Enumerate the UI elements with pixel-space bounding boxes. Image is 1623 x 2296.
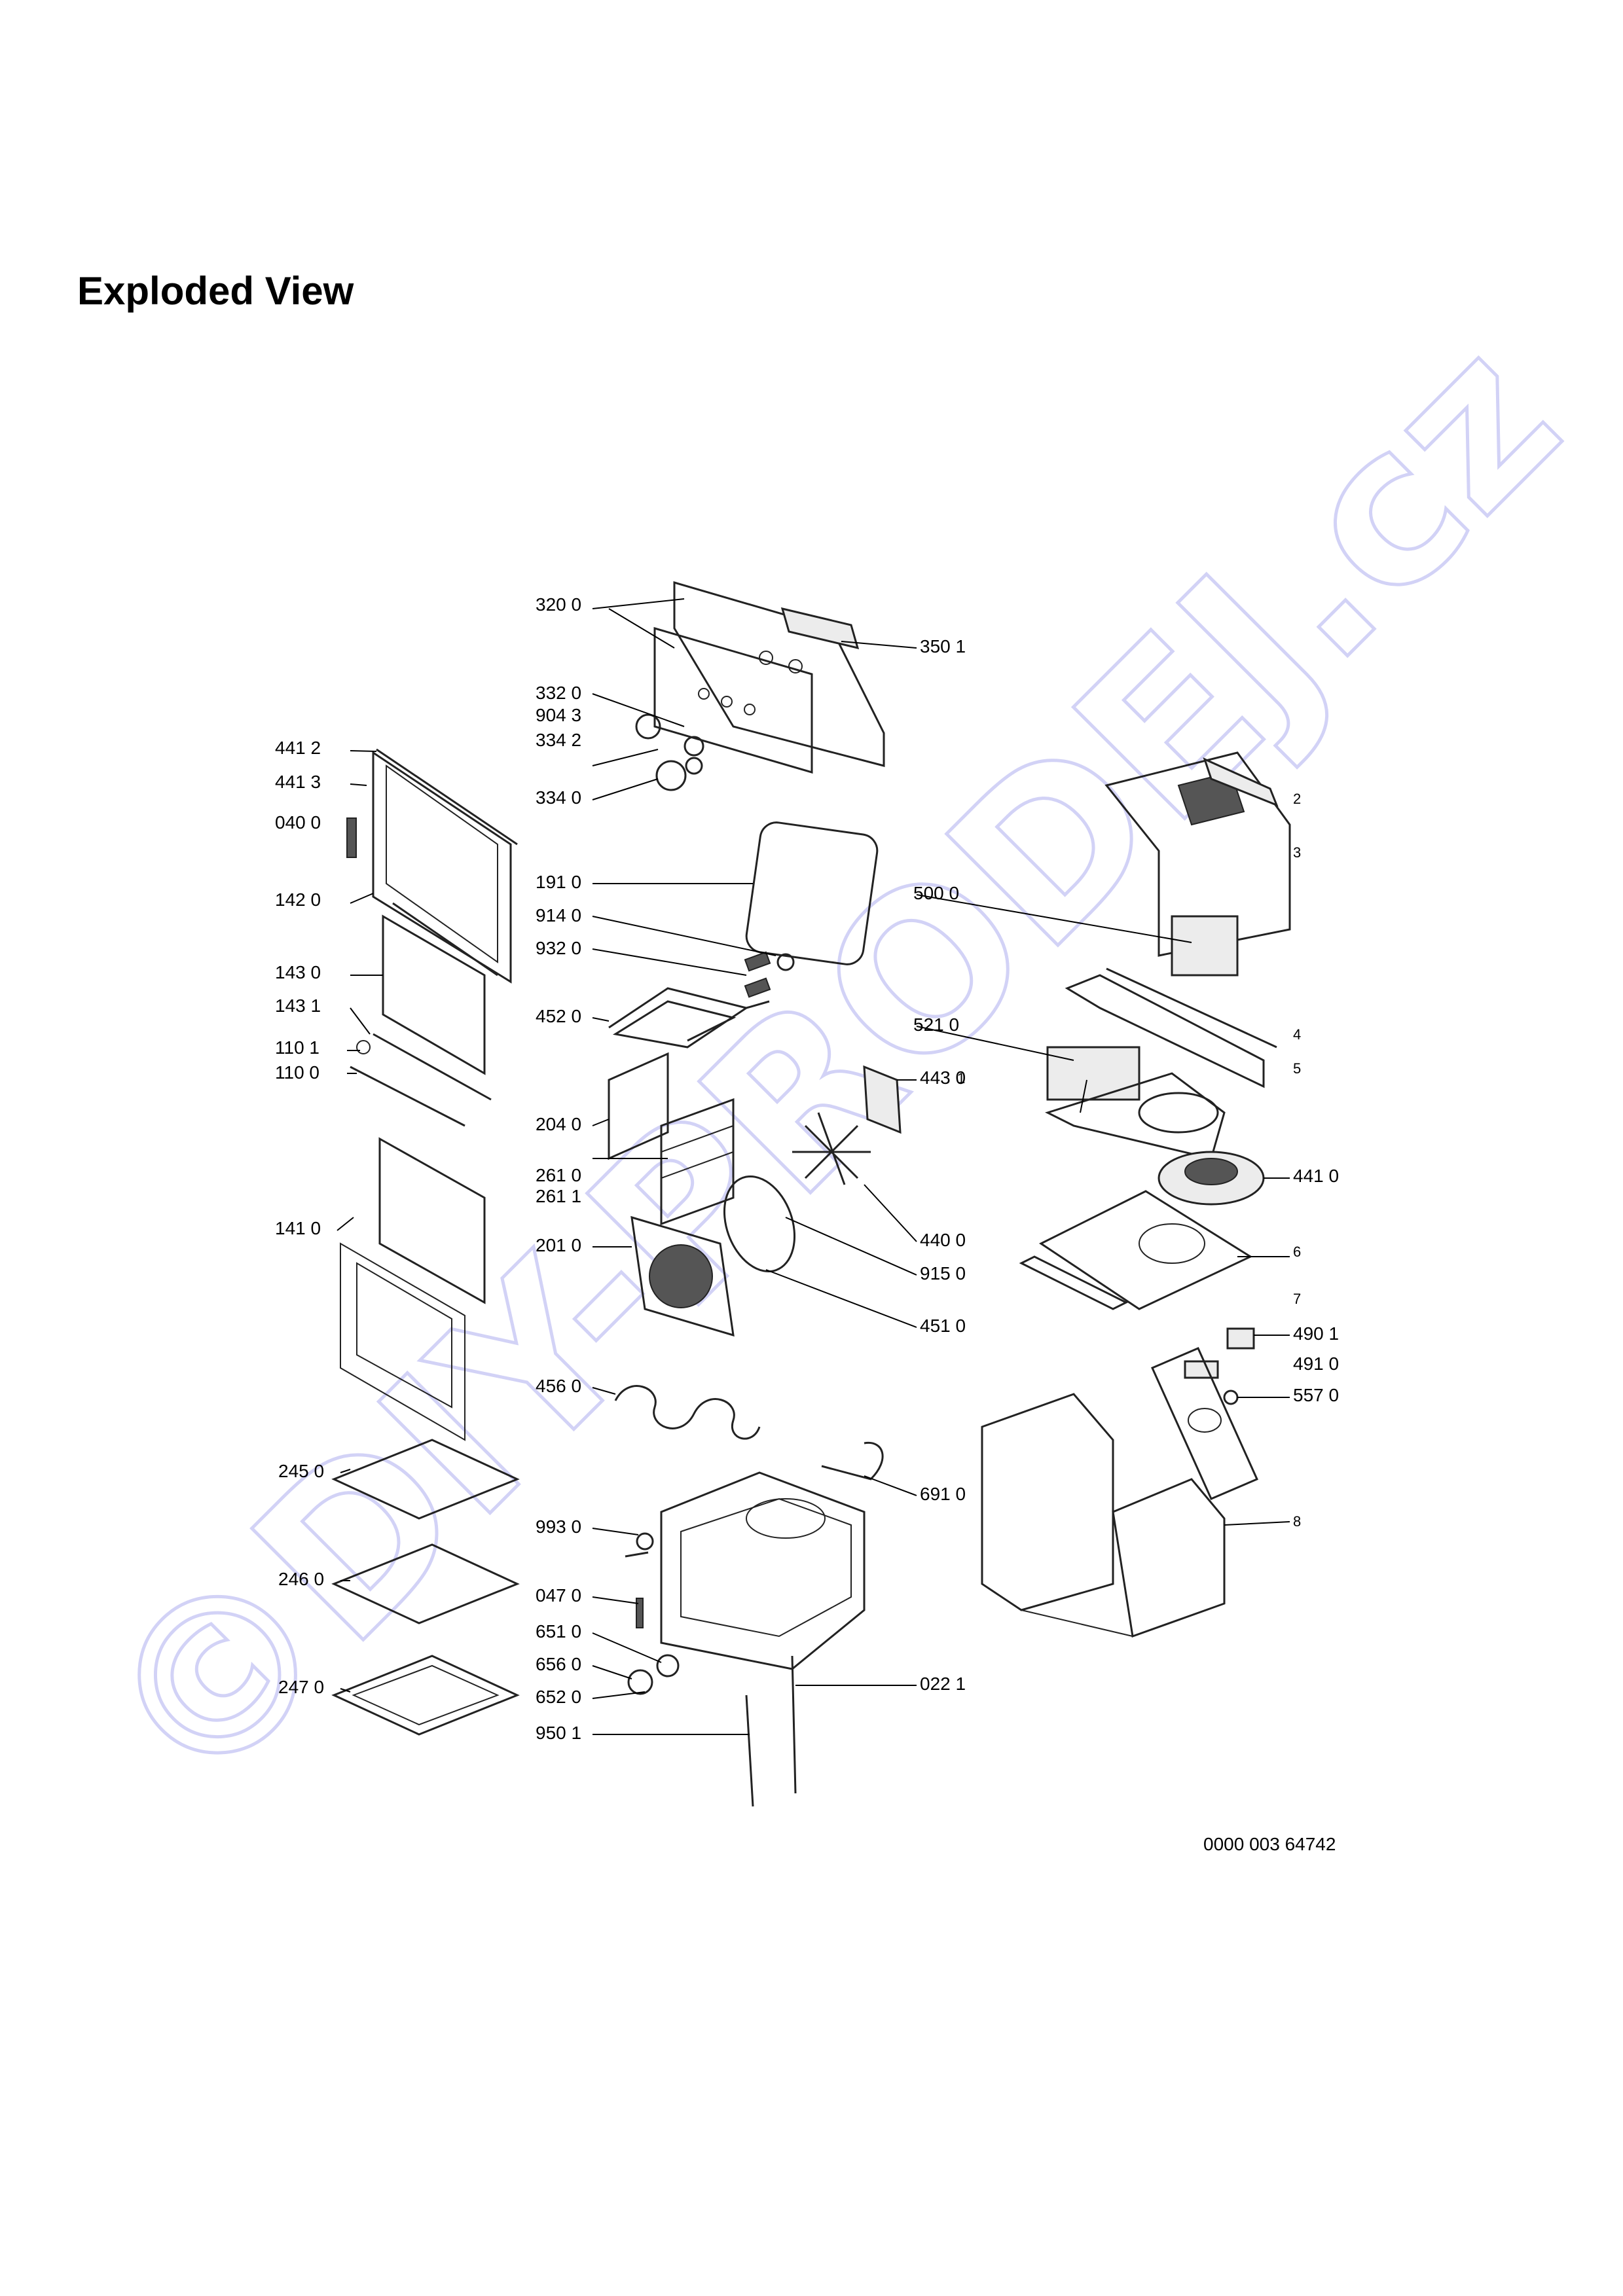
label-440-0: 440 0 [920,1230,966,1250]
document-code: 0000 003 64742 [1203,1834,1336,1854]
inner-glass-part [340,1137,486,1441]
label-8: 8 [1293,1513,1301,1530]
top-cover-part [1104,751,1291,957]
label-441-3: 441 3 [275,772,321,792]
label-201-0: 201 0 [536,1235,581,1255]
grill-element-part [608,987,770,1049]
electronics-part [1046,915,1239,1101]
label-143-1: 143 1 [275,996,321,1016]
label-350-1: 350 1 [920,636,966,656]
fascia-part [1065,967,1277,1088]
label-490-1: 490 1 [1293,1323,1339,1344]
label-441-2: 441 2 [275,738,321,758]
label-3: 3 [1293,844,1301,861]
label-451-0: 451 0 [920,1316,966,1336]
label-441-0: 441 0 [1293,1166,1339,1186]
fan-cover-part [630,1215,735,1337]
label-7: 7 [1293,1291,1301,1307]
label-1: 1 [957,1070,965,1086]
oven-door-part [346,748,518,984]
cooling-duct-part [1045,1072,1226,1160]
label-914-0: 914 0 [536,905,581,925]
label-191-0: 191 0 [536,872,581,892]
display-module-part [780,607,860,650]
label-652-0: 652 0 [536,1687,581,1707]
door-handle-part [350,1040,465,1127]
label-452-0: 452 0 [536,1006,581,1026]
label-5: 5 [1293,1060,1301,1077]
label-2: 2 [1293,791,1301,807]
door-glass-part [373,914,492,1101]
callout-labels: 320 0 350 1 332 0 904 3 334 2 334 0 441 … [275,594,1339,1743]
label-521-0: 521 0 [913,1014,959,1035]
front-rails-part [745,1655,797,1807]
label-245-0: 245 0 [278,1461,324,1481]
base-plate-part [1019,1190,1253,1310]
switches-part [1184,1327,1255,1405]
label-950-1: 950 1 [536,1723,581,1743]
knobs-part [635,713,704,791]
label-110-0: 110 0 [275,1062,319,1083]
leader-lines [337,598,1290,1735]
label-141-0: 141 0 [275,1218,321,1238]
label-247-0: 247 0 [278,1677,324,1697]
label-6: 6 [1293,1244,1301,1260]
label-691-0: 691 0 [920,1484,966,1504]
label-915-0: 915 0 [920,1263,966,1283]
cooling-fan-part [1158,1151,1265,1206]
label-204-0: 204 0 [536,1114,581,1134]
trays-part [331,1439,520,1736]
probe-part [821,1441,884,1480]
label-932-0: 932 0 [536,938,581,958]
label-047-0: 047 0 [536,1585,581,1605]
oven-cavity-part [660,1471,866,1670]
nuts-part [744,951,795,998]
label-142-0: 142 0 [275,889,321,910]
label-651-0: 651 0 [536,1621,581,1641]
side-rails-part [608,1052,735,1226]
bottom-element-part [614,1385,761,1440]
label-022-1: 022 1 [920,1674,966,1694]
label-320-0: 320 0 [536,594,581,615]
label-334-0: 334 0 [536,787,581,808]
control-panel-part [653,581,885,774]
label-904-3: 904 3 [536,705,581,725]
label-4: 4 [1293,1026,1301,1043]
back-panel-part [1151,1347,1258,1500]
label-261-0: 261 0 [536,1165,581,1185]
label-040-0: 040 0 [275,812,321,833]
label-656-0: 656 0 [536,1654,581,1674]
ring-element-part [723,1175,796,1273]
label-246-0: 246 0 [278,1569,324,1589]
label-332-0: 332 0 [536,683,581,703]
label-557-0: 557 0 [1293,1385,1339,1405]
oven-housing-part [981,1393,1226,1638]
fan-motor-part [792,1065,902,1185]
page-title: Exploded View [77,269,354,313]
label-143-0: 143 0 [275,962,321,982]
label-334-2: 334 2 [536,730,581,750]
door-seal-part [745,821,879,965]
door-hinge-part [625,1532,680,1695]
label-261-1: 261 1 [536,1186,581,1206]
label-993-0: 993 0 [536,1516,581,1537]
label-491-0: 491 0 [1293,1354,1339,1374]
label-110-1: 110 1 [275,1037,319,1058]
label-443-0: 443 0 [920,1067,966,1088]
label-500-0: 500 0 [913,883,959,903]
label-456-0: 456 0 [536,1376,581,1396]
